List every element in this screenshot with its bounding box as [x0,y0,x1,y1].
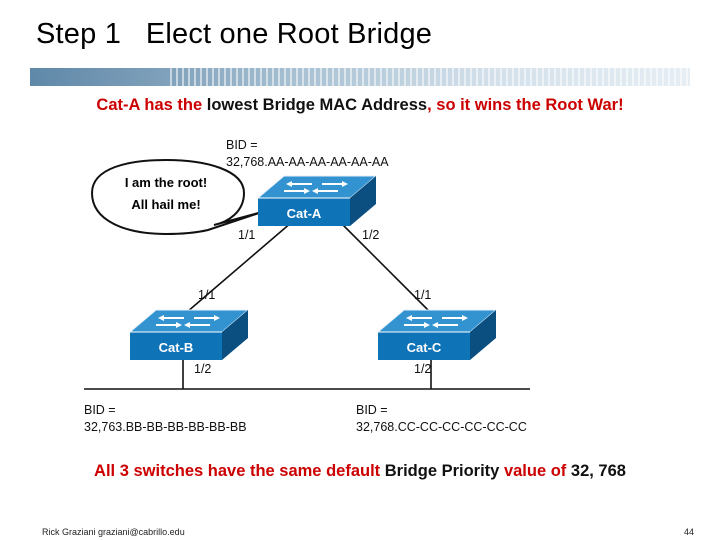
cat-c-name: Cat-C [406,340,442,355]
cat-b-port-1-2: 1/2 [194,362,212,376]
bubble-text: I am the root! All hail me! [104,172,228,216]
header-bar [30,68,690,86]
header-stripes [170,68,690,86]
root-war-statement: Cat-A has the lowest Bridge MAC Address,… [0,96,720,115]
cat-b-name: Cat-B [158,340,194,355]
footer-author: Rick Graziani graziani@cabrillo.edu [42,527,185,537]
cat-c-bid-label: BID = [356,403,388,417]
statement-part: value of [499,462,571,480]
switch-cat-a [256,175,378,226]
cat-b-bid-value: 32,763.BB-BB-BB-BB-BB-BB [84,420,247,434]
cat-a-bid-label: BID = [226,138,258,152]
cat-c-port-1-2: 1/2 [414,362,432,376]
statement-emphasis: Bridge Priority [384,462,500,480]
statement-emphasis: lowest Bridge MAC Address [206,96,428,114]
switch-cat-b [128,309,250,360]
cat-b-bid-label: BID = [84,403,116,417]
cat-c-bid-value: 32,768.CC-CC-CC-CC-CC-CC [356,420,527,434]
link-cat-a-cat-c [339,221,437,319]
link-cat-a-cat-b [179,221,293,319]
statement-part: , so it wins the Root War! [427,96,624,114]
cat-c-port-1-1: 1/1 [414,288,432,302]
slide-title: Step 1 Elect one Root Bridge [36,18,433,50]
cat-b-port-1-1: 1/1 [198,288,216,302]
switch-cat-c [376,309,498,360]
cat-a-port-1-1: 1/1 [238,228,256,242]
page-number: 44 [683,527,694,537]
cat-a-bid-value: 32,768.AA-AA-AA-AA-AA-AA [226,155,389,169]
cat-a-port-1-2: 1/2 [362,228,380,242]
speech-bubble [90,158,263,236]
cat-a-name: Cat-A [286,206,322,221]
bubble-line-2: All hail me! [131,197,201,212]
statement-part: All 3 switches have the same default [94,462,385,480]
bridge-priority-statement: All 3 switches have the same default Bri… [0,462,720,481]
statement-emphasis: 32, 768 [570,462,626,480]
statement-part: Cat-A has the [96,96,207,114]
bubble-line-1: I am the root! [124,175,208,190]
